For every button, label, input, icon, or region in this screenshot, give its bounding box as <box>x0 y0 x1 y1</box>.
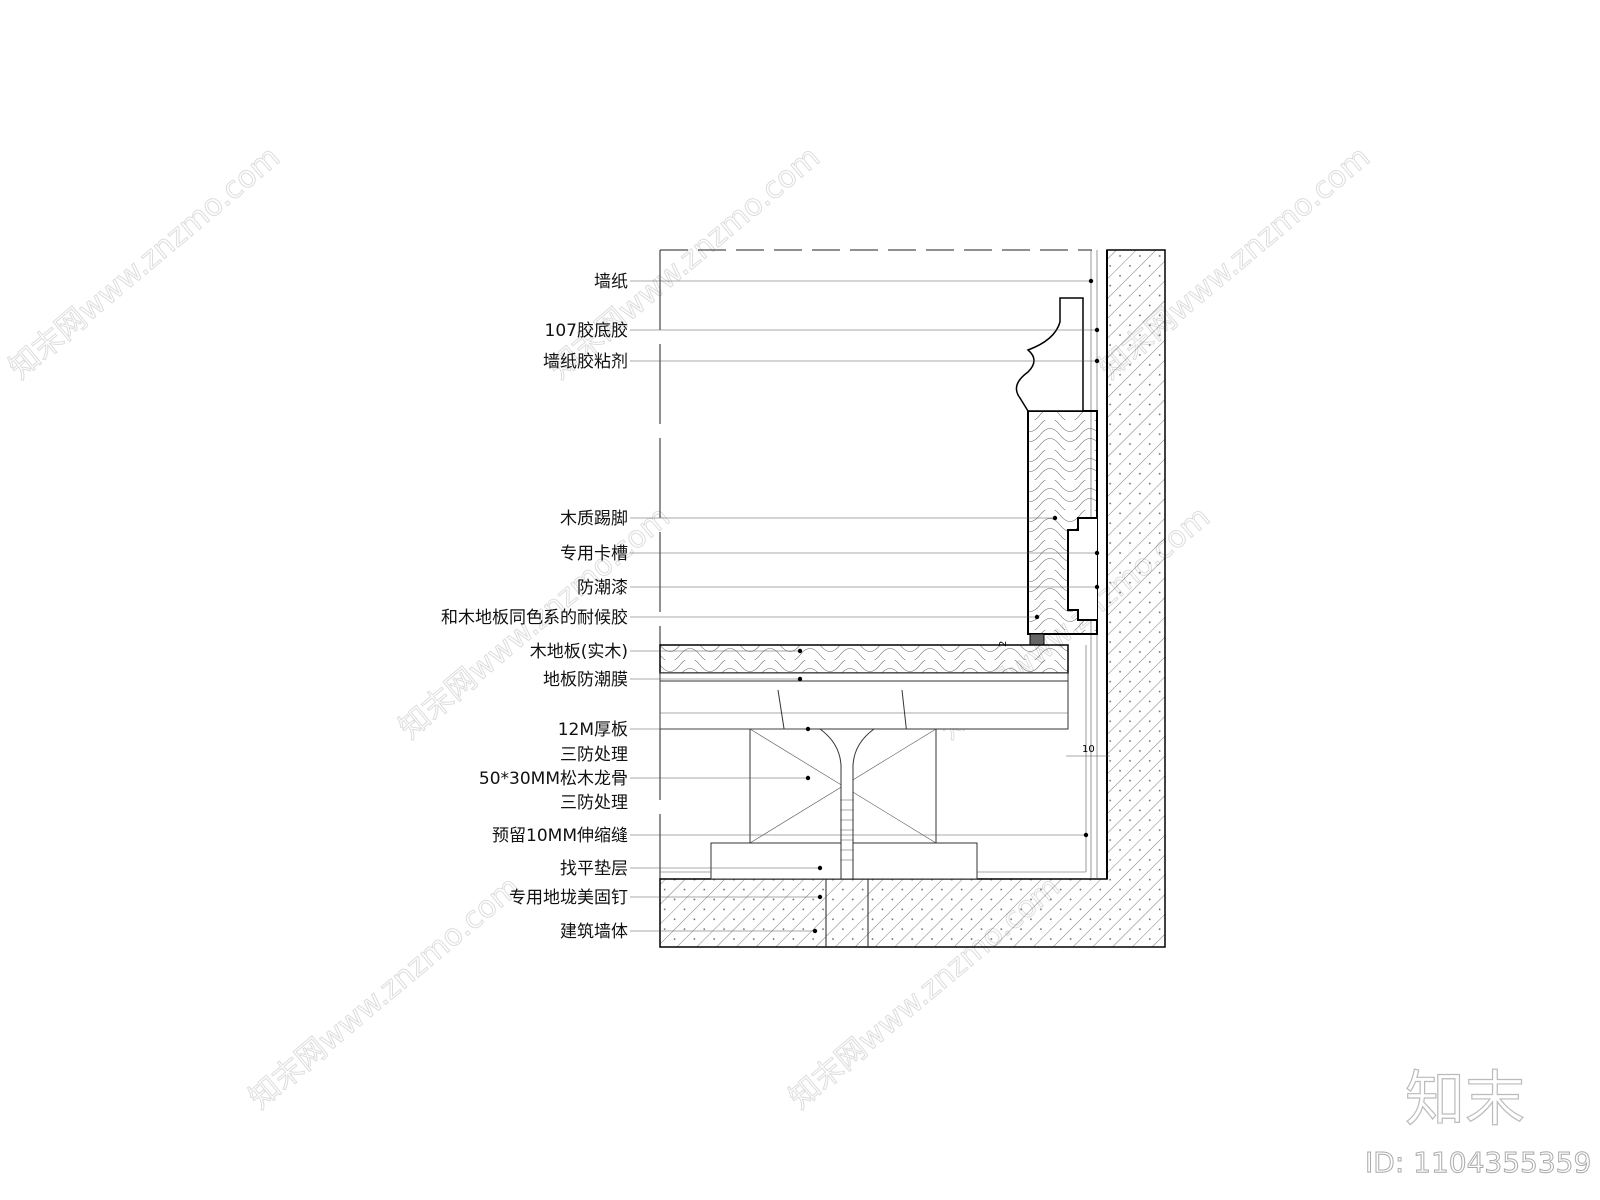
callout-label: 墙纸 <box>594 272 628 292</box>
callout-label: 107胶底胶 <box>545 321 628 341</box>
image-id: ID: 1104355359 <box>1365 1146 1591 1179</box>
leader-dot <box>1094 358 1100 364</box>
leader-dot <box>1094 550 1100 556</box>
leader-dot <box>797 676 803 682</box>
callout-label: 木质踢脚 <box>560 509 628 529</box>
dimension-sealant-gap: 2 <box>998 641 1009 647</box>
leader-dot <box>1094 327 1100 333</box>
leader-dot <box>1083 832 1089 838</box>
dimension-expansion-gap: 10 <box>1082 744 1095 755</box>
solid-wood-floor <box>659 644 1069 674</box>
adjustable-support-bolt <box>818 728 876 880</box>
weather-sealant <box>1029 633 1045 646</box>
watermark-text: 知末网www.znzmo.com <box>543 140 827 386</box>
callout-label: 和木地板同色系的耐候胶 <box>441 608 628 628</box>
special-clip-groove <box>1067 517 1097 621</box>
callout-label: 地板防潮膜 <box>543 670 628 690</box>
leader-dot <box>817 865 823 871</box>
watermark-text: 知末网www.znzmo.com <box>243 870 527 1116</box>
leader-dot <box>1052 515 1058 521</box>
watermark-text: 知末网www.znzmo.com <box>3 140 287 386</box>
callout-label: 墙纸胶粘剂 <box>543 352 628 372</box>
nail <box>777 689 908 736</box>
logo: 知末 <box>1405 1065 1525 1135</box>
leader-dot <box>1088 278 1094 284</box>
callout-label: 建筑墙体 <box>560 922 628 942</box>
callout-labels: 墙纸 107胶底胶墙纸胶粘剂木质踢脚专用卡槽防潮漆和木地板同色系的耐候胶木地板(实… <box>441 272 1100 942</box>
callout-label: 专用卡槽 <box>560 544 628 564</box>
callout-label: 12M厚板 <box>558 720 628 740</box>
callout-label: 防潮漆 <box>577 578 628 598</box>
callout-label: 专用地垅美固钉 <box>509 888 628 908</box>
leader-dot <box>1094 584 1100 590</box>
leader-dot <box>1034 614 1040 620</box>
callout-label: 50*30MM松木龙骨 <box>479 769 628 789</box>
leader-dot <box>797 648 803 654</box>
callout-label: 三防处理 <box>560 793 628 813</box>
leader-dot <box>805 726 811 732</box>
moisture-film <box>659 672 1069 682</box>
leader-dot <box>805 775 811 781</box>
skirting-top-profile <box>1015 297 1084 412</box>
plywood-12mm <box>659 680 1069 730</box>
callout-label: 三防处理 <box>560 745 628 765</box>
callout-label: 找平垫层 <box>560 859 628 879</box>
leader-dot <box>812 928 818 934</box>
leader-dot <box>817 894 823 900</box>
callout-label: 预留10MM伸缩缝 <box>492 826 628 846</box>
callout-label: 木地板(实木) <box>530 642 628 662</box>
